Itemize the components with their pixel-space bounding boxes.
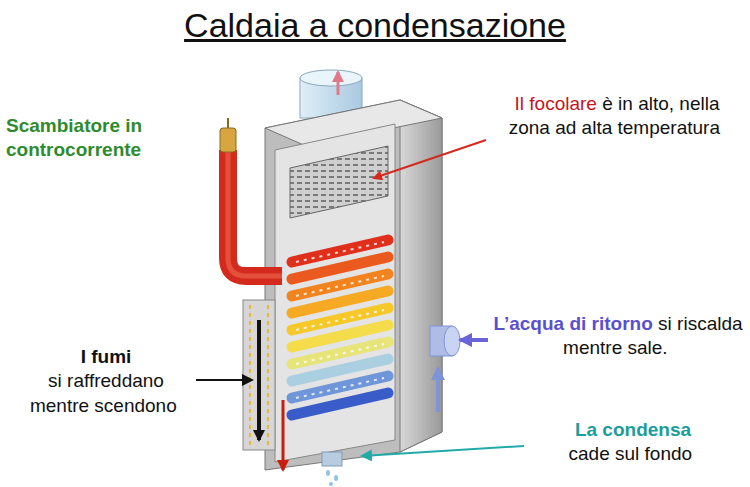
leader-line — [362, 446, 524, 456]
leader-line — [196, 379, 252, 381]
callout-group: Il focolareè in alto, nella zona ad alta… — [492, 92, 742, 141]
callout-text: L’acqua di ritorno — [493, 313, 652, 334]
callout-text: si raffreddano mentre scendono — [30, 370, 177, 415]
callout-text: Il focolare — [515, 93, 597, 114]
callout-text: La condensa — [528, 418, 738, 442]
leader-line — [460, 338, 488, 342]
diagram-title: Caldaia a condensazione — [0, 6, 750, 45]
callout-text: Scambiatore in controcorrente — [6, 115, 142, 160]
callout-group: L’acqua di ritornosi riscalda mentre sal… — [492, 312, 744, 361]
leader-line — [374, 140, 486, 178]
callout-group: I fumisi raffreddano mentre scendono — [18, 345, 194, 418]
callout-group: Scambiatore in controcorrente — [6, 114, 196, 163]
callout-text: I fumi — [18, 345, 194, 369]
callout-group: La condensacade sul fondo — [528, 418, 738, 467]
callout-text: cade sul fondo — [569, 443, 693, 464]
